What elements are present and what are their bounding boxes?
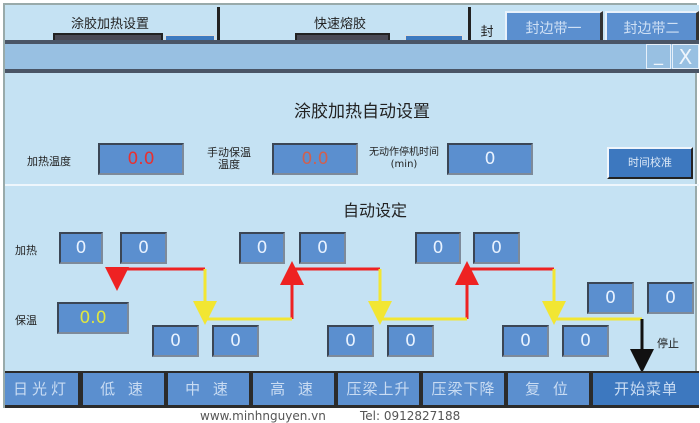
mid-speed-button[interactable]: 中 速 [165,373,249,405]
heat-time-field[interactable]: 0 [473,232,520,264]
auto-setting-title: 自动设定 [342,201,407,220]
stop-time-field[interactable]: 0 [647,282,694,314]
watermark-url: www.minhnguyen.vn [200,409,326,423]
divider [5,69,699,73]
bottom-button-bar: 日光灯 低 速 中 速 高 速 压梁上升 压梁下降 复 位 开始菜单 [5,371,699,408]
heat-label: 加热 [15,244,37,257]
stop-time-field[interactable]: 0 [587,282,634,314]
beam-up-button[interactable]: 压梁上升 [335,373,419,405]
high-speed-button[interactable]: 高 速 [250,373,334,405]
edge-band-2-button[interactable]: 封边带二 [605,11,699,45]
tab-glue-heating[interactable]: 涂胶加热设置 [70,17,149,32]
reset-button[interactable]: 复 位 [505,373,589,405]
edge-band-1-button[interactable]: 封边带一 [505,11,603,45]
hold-time-field[interactable]: 0 [562,325,609,357]
timing-diagram [105,261,654,373]
manual-hold-label: 手动保温温度 [207,146,251,171]
hold-time-field[interactable]: 0 [387,325,434,357]
heat-lines [105,261,554,319]
heat-time-field[interactable]: 0 [415,232,461,264]
divider [5,40,699,44]
idle-stop-field[interactable]: 0 [447,143,533,175]
hold-time-field[interactable]: 0 [327,325,374,357]
start-menu-button[interactable]: 开始菜单 [590,373,699,405]
tab-fast-melt[interactable]: 快速熔胶 [313,17,366,32]
hold-time-field[interactable]: 0 [502,325,549,357]
hold-time-field[interactable]: 0 [152,325,199,357]
manual-hold-field[interactable]: 0.0 [272,143,358,175]
hold-lines [193,269,642,325]
tab-seal[interactable]: 封 [480,25,494,40]
divider [468,7,471,43]
heat-time-field[interactable]: 0 [299,232,346,264]
hold-temp-field[interactable]: 0.0 [57,302,129,334]
beam-down-button[interactable]: 压梁下降 [420,373,504,405]
hold-time-field[interactable]: 0 [212,325,259,357]
divider [217,7,220,43]
daylight-button[interactable]: 日光灯 [5,373,78,405]
time-calibrate-button[interactable]: 时间校准 [607,147,693,179]
hold-label: 保温 [15,314,37,327]
heating-temp-label: 加热温度 [27,155,71,168]
watermark-tel: Tel: 0912827188 [360,409,461,423]
hmi-screen: 涂胶加热设置 快速熔胶 封 封边带一 封边带二 _ X 涂胶加热自动设置 加热温… [3,3,699,408]
stop-label: 停止 [657,337,679,350]
heat-arrow-1 [105,267,205,291]
heating-temp-field[interactable]: 0.0 [98,143,184,175]
divider [5,184,699,186]
heat-time-field[interactable]: 0 [59,232,103,264]
minimize-button[interactable]: _ [646,44,671,69]
idle-stop-label: 无动作停机时间(min) [369,147,439,170]
dialog-title: 涂胶加热自动设置 [294,102,430,122]
dialog-titlebar: _ X [5,44,699,69]
low-speed-button[interactable]: 低 速 [80,373,164,405]
heat-time-field[interactable]: 0 [239,232,285,264]
heat-time-field[interactable]: 0 [120,232,167,264]
close-button[interactable]: X [672,44,699,69]
